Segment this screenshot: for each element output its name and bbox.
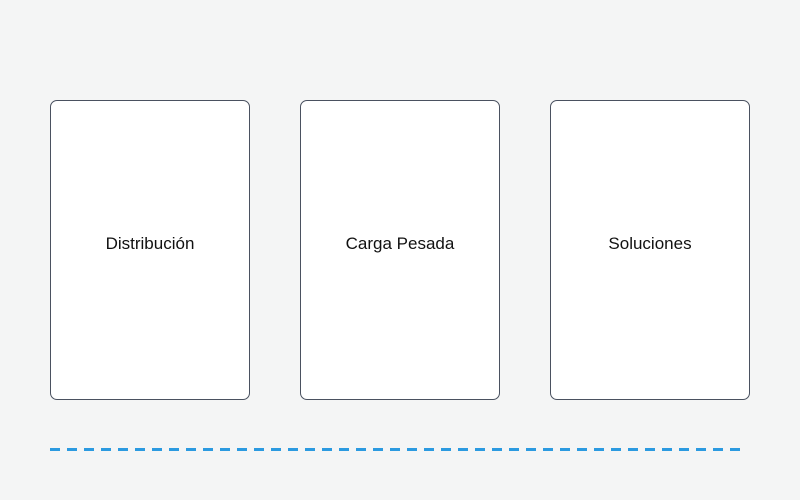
card-label: Carga Pesada	[345, 234, 455, 253]
card-label: Distribución	[105, 234, 195, 253]
dashed-divider	[50, 448, 740, 451]
card-distribucion[interactable]: Distribución	[50, 100, 250, 400]
card-label: Soluciones	[608, 234, 692, 253]
card-soluciones[interactable]: Soluciones	[550, 100, 750, 400]
card-carga-pesada[interactable]: Carga Pesada	[300, 100, 500, 400]
